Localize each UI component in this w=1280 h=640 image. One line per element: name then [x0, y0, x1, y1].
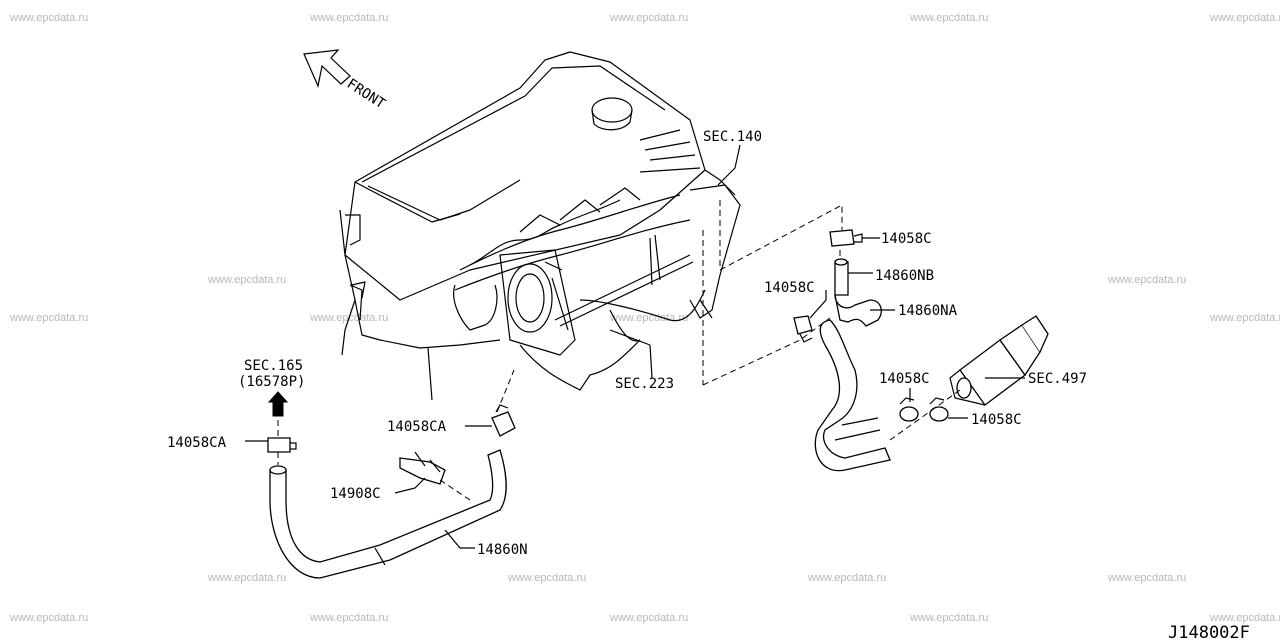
- watermark: www.epcdata.ru: [609, 612, 688, 624]
- clamp-14058ca-center[interactable]: [491, 411, 516, 437]
- watermark: www.epcdata.ru: [207, 274, 286, 286]
- label-14058c-lower-b: 14058C: [971, 412, 1022, 428]
- front-direction-arrow: FRONT: [303, 49, 389, 113]
- watermark: www.epcdata.ru: [9, 612, 88, 624]
- watermark: www.epcdata.ru: [1107, 274, 1186, 286]
- hose-14860nb[interactable]: [834, 261, 849, 296]
- watermark: www.epcdata.ru: [807, 572, 886, 584]
- diagram-id: J148002F: [1168, 623, 1250, 640]
- label-14058c-lower-a: 14058C: [879, 371, 930, 387]
- engine-assembly: [339, 51, 741, 401]
- watermark: www.epcdata.ru: [609, 312, 688, 324]
- hose-assembly-left: [267, 369, 516, 579]
- clamp-14058c-left[interactable]: [793, 315, 813, 335]
- label-14908c: 14908C: [330, 486, 381, 502]
- clamp-14058c-lower-b[interactable]: [929, 406, 949, 422]
- hose-14860na[interactable]: [834, 294, 882, 327]
- label-sec165: SEC.165: [244, 358, 303, 374]
- front-label: FRONT: [344, 76, 389, 113]
- watermark: www.epcdata.ru: [1209, 312, 1280, 324]
- label-14058c-left: 14058C: [764, 280, 815, 296]
- section-leaders: [609, 144, 741, 379]
- watermark: www.epcdata.ru: [1209, 612, 1280, 624]
- watermark: www.epcdata.ru: [909, 612, 988, 624]
- hose-assembly-right: [793, 229, 1049, 472]
- label-14860na: 14860NA: [898, 303, 958, 319]
- watermark: www.epcdata.ru: [309, 12, 388, 24]
- watermark: www.epcdata.ru: [9, 312, 88, 324]
- label-leaders: [245, 237, 1025, 549]
- watermark: www.epcdata.ru: [507, 572, 586, 584]
- arrow-up-icon: [267, 391, 289, 417]
- clamp-14058c-lower-a[interactable]: [899, 406, 919, 422]
- watermark: www.epcdata.ru: [909, 12, 988, 24]
- clamp-14058c-top[interactable]: [829, 229, 855, 247]
- label-14058ca-left: 14058CA: [167, 435, 227, 451]
- label-14058ca-center: 14058CA: [387, 419, 447, 435]
- watermark: www.epcdata.ru: [1107, 572, 1186, 584]
- watermark: www.epcdata.ru: [207, 572, 286, 584]
- clamp-14058ca-left[interactable]: [267, 437, 291, 453]
- watermark-layer: www.epcdata.ru www.epcdata.ru www.epcdat…: [9, 12, 1280, 624]
- watermark: www.epcdata.ru: [609, 12, 688, 24]
- watermark: www.epcdata.ru: [1209, 12, 1280, 24]
- label-14860nb: 14860NB: [875, 268, 934, 284]
- hose-14860n[interactable]: [269, 449, 507, 579]
- label-sec165-sub: (16578P): [238, 374, 305, 390]
- label-sec223: SEC.223: [615, 376, 674, 392]
- watermark: www.epcdata.ru: [309, 612, 388, 624]
- label-sec140: SEC.140: [703, 129, 762, 145]
- watermark: www.epcdata.ru: [9, 12, 88, 24]
- label-14860n: 14860N: [477, 542, 528, 558]
- label-sec497: SEC.497: [1028, 371, 1087, 387]
- label-14058c-top: 14058C: [881, 231, 932, 247]
- labels: SEC.140 14058C 14860NB 14058C 14860NA 14…: [167, 129, 1250, 640]
